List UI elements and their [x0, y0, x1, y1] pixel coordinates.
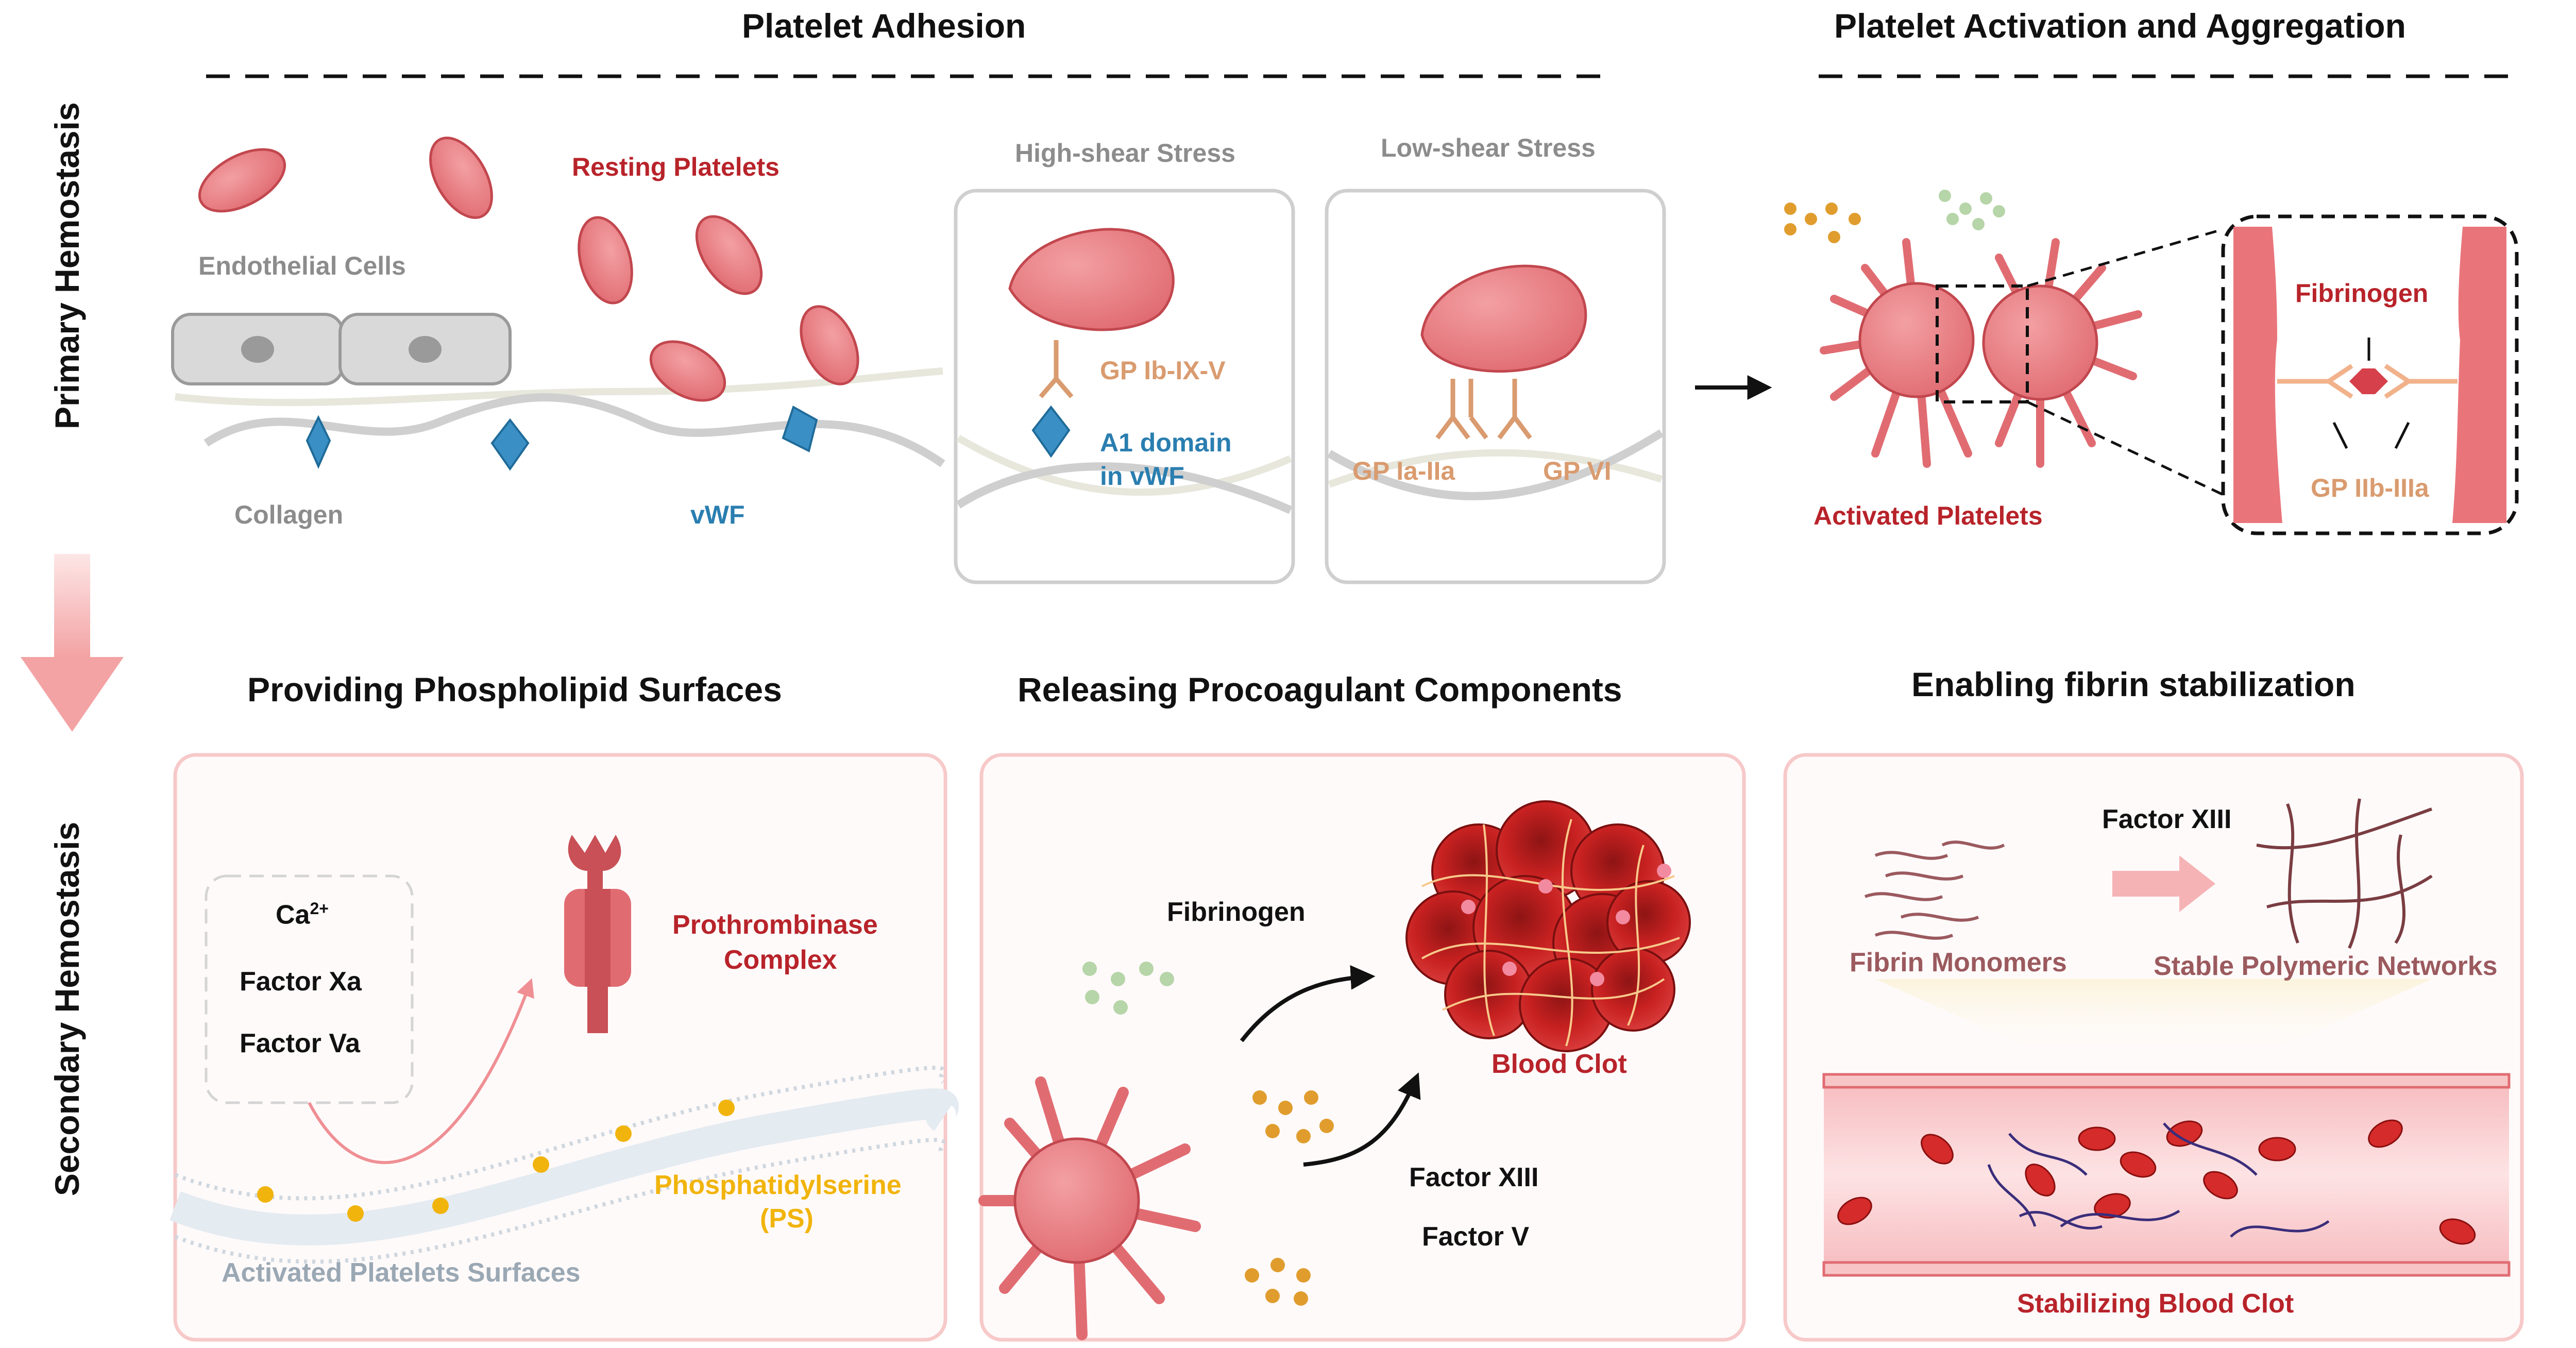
- polymeric-networks-label: Stable Polymeric Networks: [2154, 951, 2498, 981]
- zoom-indicator: [1936, 228, 2224, 496]
- activated-platelet-large: [978, 1076, 1201, 1340]
- panel-title-activation: Platelet Activation and Aggregation: [1834, 7, 2406, 45]
- fibrinogen-bridge-box: [2221, 214, 2519, 535]
- factor-va-label: Factor Va: [240, 1029, 361, 1058]
- polymeric-network-icon: [2256, 798, 2433, 949]
- section-label-secondary: Secondary Hemostasis: [48, 821, 86, 1197]
- blood-clot-label: Blood Clot: [1492, 1049, 1627, 1079]
- pink-process-arrow: [2112, 855, 2215, 912]
- prothrombinase-label-line2: Complex: [724, 945, 837, 975]
- a1-domain-label-line1: A1 domain: [1100, 428, 1232, 457]
- section-label-primary: Primary Hemostasis: [48, 102, 86, 429]
- prothrombinase-complex-icon: [564, 835, 631, 1033]
- gp-ia-label: GP Ia-IIa: [1352, 457, 1455, 485]
- vwf-label: vWF: [690, 500, 745, 529]
- panel-title-fibrin: Enabling fibrin stabilization: [1911, 665, 2355, 703]
- phospholipid-panel: [170, 753, 959, 1342]
- factor-xiii-fibrin-label: Factor XIII: [2102, 804, 2232, 834]
- endothelial-cells: [171, 313, 512, 385]
- activated-surfaces-label: Activated Platelets Surfaces: [222, 1258, 581, 1288]
- fibrin-monomers-label: Fibrin Monomers: [1850, 948, 2067, 978]
- prothrombinase-label-line1: Prothrombinase: [672, 910, 878, 940]
- activated-platelets-label: Activated Platelets: [1814, 501, 2043, 530]
- stabilizing-clot-label: Stabilizing Blood Clot: [2017, 1289, 2294, 1319]
- activated-platelets: [1820, 238, 2142, 468]
- endothelial-cells-label: Endothelial Cells: [198, 251, 406, 280]
- gp-ib-label: GP Ib-IX-V: [1100, 356, 1226, 385]
- collagen-label: Collagen: [234, 500, 344, 529]
- low-shear-box: [1325, 189, 1666, 584]
- high-shear-label: High-shear Stress: [1015, 139, 1235, 167]
- panel-title-phospholipid: Providing Phospholipid Surfaces: [247, 670, 782, 709]
- fibrin-panel: [1783, 753, 2524, 1342]
- phosphatidylserine-label-line2: (PS): [760, 1204, 814, 1234]
- a1-domain-label-line2: in vWF: [1100, 462, 1184, 491]
- high-shear-box: [954, 189, 1295, 584]
- factor-xa-label: Factor Xa: [240, 967, 362, 997]
- blood-clot-icon: [1405, 800, 1691, 1052]
- low-shear-label: Low-shear Stress: [1381, 133, 1596, 162]
- section-down-arrow: [21, 554, 124, 732]
- blood-vessel: [1822, 1073, 2511, 1277]
- fibrinogen-bridge-label: Fibrinogen: [2295, 279, 2429, 308]
- panel-title-procoagulant: Releasing Procoagulant Components: [1018, 670, 1622, 709]
- phosphatidylserine-label-line1: Phosphatidylserine: [654, 1170, 902, 1200]
- activation-granules: [1784, 190, 2005, 243]
- fibrinogen-label: Fibrinogen: [1167, 897, 1306, 927]
- factor-v-label: Factor V: [1422, 1222, 1530, 1252]
- resting-platelets: [198, 137, 859, 402]
- vwf-diamonds: [306, 406, 818, 471]
- gp-vi-label: GP VI: [1543, 457, 1612, 485]
- gp-iib-label: GP IIb-IIIa: [2311, 474, 2429, 502]
- factor-xiii-label: Factor XIII: [1409, 1162, 1539, 1192]
- calcium-label: Ca2+: [276, 899, 329, 930]
- panel-title-adhesion: Platelet Adhesion: [742, 7, 1026, 45]
- fibrin-monomers-icon: [1864, 840, 2005, 940]
- procoagulant-panel: [978, 753, 1746, 1342]
- resting-platelets-label: Resting Platelets: [572, 153, 779, 181]
